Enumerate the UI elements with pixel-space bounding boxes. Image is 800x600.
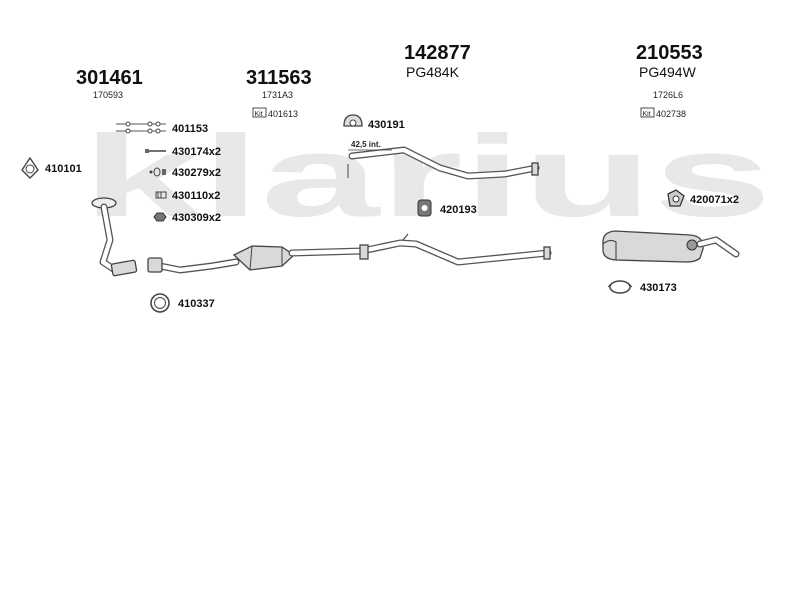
kit-number-402738: 402738 — [656, 109, 686, 119]
dimension-label: 42,5 int. — [351, 140, 381, 149]
pipe-clamp-icon — [607, 280, 633, 294]
ring-gasket-icon — [150, 293, 170, 313]
fitting-label-430191: 430191 — [368, 119, 405, 131]
reference-1726L6: 1726L6 — [653, 90, 683, 100]
fitting-label-430174x2: 430174x2 — [172, 146, 221, 158]
part-number-210553: 210553 — [636, 42, 703, 64]
stud-icon — [155, 191, 167, 199]
part-number-311563: 311563 — [246, 67, 312, 89]
mounting-rubber-icon — [417, 199, 432, 217]
gasket-icon — [21, 156, 39, 179]
catalytic-converter — [147, 245, 296, 274]
fitting-label-401153: 401153 — [172, 123, 208, 135]
fitting-label-410101: 410101 — [45, 163, 82, 175]
clamp-set-icon — [116, 121, 166, 134]
kit-badge-2: Kit — [643, 111, 651, 118]
part-number-301461: 301461 — [76, 67, 143, 89]
fitting-label-430110x2: 430110x2 — [172, 190, 220, 202]
front-pipe — [91, 197, 138, 277]
fitting-label-430279x2: 430279x2 — [172, 167, 221, 179]
reference-1731A3: 1731A3 — [262, 90, 293, 100]
fitting-label-430173: 430173 — [640, 282, 677, 294]
fitting-label-430309x2: 430309x2 — [172, 212, 221, 224]
intermediate-pipe — [347, 146, 540, 180]
reference-170593: 170593 — [93, 90, 123, 100]
rubber-hanger-icon — [343, 114, 363, 127]
nut-icon — [153, 212, 167, 222]
fitting-label-410337: 410337 — [178, 298, 215, 310]
rear-silencer — [602, 230, 740, 263]
kit-badge-box-2 — [640, 107, 655, 118]
kit-badge: Kit — [255, 111, 263, 118]
bolt-icon — [145, 149, 166, 153]
reference-PG494W: PG494W — [639, 64, 697, 80]
middle-pipe — [288, 233, 552, 266]
part-number-142877: 142877 — [404, 42, 471, 64]
kit-number-401613: 401613 — [268, 109, 298, 119]
spring-bolt-icon — [149, 167, 166, 177]
fitting-label-420071x2: 420071x2 — [690, 194, 739, 206]
brand-watermark: klarius — [82, 111, 772, 241]
fitting-label-420193: 420193 — [440, 204, 477, 216]
hanger-icon — [667, 189, 685, 207]
reference-PG484K: PG484K — [406, 64, 460, 80]
kit-badge-box — [252, 107, 267, 118]
